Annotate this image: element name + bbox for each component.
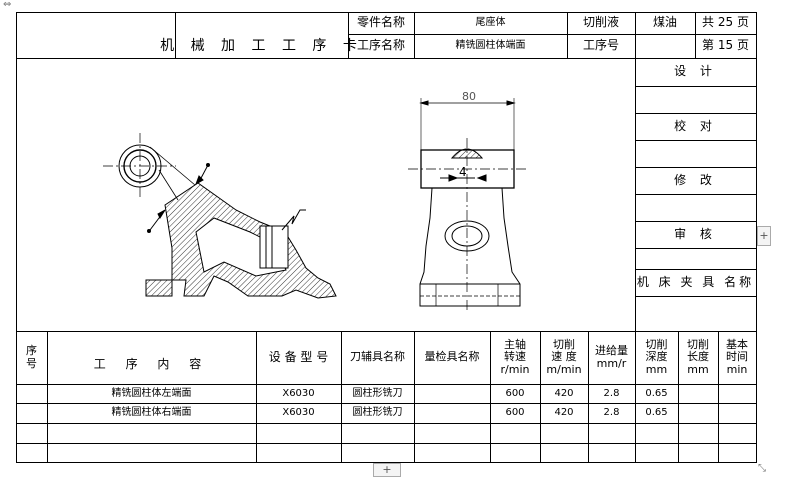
cell-time[interactable] (718, 443, 756, 462)
th-content: 工 序 内 容 (93, 356, 210, 371)
cell-gauge[interactable] (414, 443, 490, 462)
op-name-value[interactable]: 精铣圆柱体端面 (455, 40, 526, 52)
add-row-button[interactable]: + (373, 463, 401, 477)
cell-machine[interactable] (256, 443, 341, 462)
fixture-label: 机 床 夹 具 名称 (636, 274, 755, 289)
total-pages: 共 25 页 (702, 15, 749, 30)
th-tool: 刀辅具名称 (350, 350, 405, 364)
th-length: 切削 长度 mm (687, 337, 709, 376)
cell-gauge[interactable] (414, 384, 490, 403)
page-number: 第 15 页 (702, 38, 749, 53)
cell-feed[interactable] (588, 443, 635, 462)
move-handle-icon[interactable]: ⇔ (3, 0, 12, 10)
cell-depth[interactable] (635, 443, 678, 462)
th-feed: 进给量 mm/r (595, 343, 628, 370)
front-view (408, 98, 528, 310)
add-column-button[interactable]: + (757, 226, 771, 246)
cell-feed[interactable] (588, 423, 635, 443)
cell-feed[interactable]: 2.8 (603, 387, 620, 399)
cell-seq[interactable] (16, 403, 47, 423)
cell-content[interactable]: 精铣圆柱体右端面 (111, 407, 192, 419)
cell-feed[interactable]: 2.8 (603, 407, 620, 419)
cell-seq[interactable] (16, 384, 47, 403)
cell-length[interactable] (678, 384, 718, 403)
cell-content[interactable]: 精铣圆柱体左端面 (111, 387, 192, 399)
cell-length[interactable] (678, 403, 718, 423)
part-name-value[interactable]: 尾座体 (475, 17, 506, 29)
resize-handle-icon[interactable]: ⤡ (758, 463, 766, 474)
left-view (103, 133, 337, 299)
cell-content[interactable] (47, 443, 256, 462)
cell-tool[interactable] (341, 443, 414, 462)
cell-time[interactable] (718, 384, 756, 403)
cell-depth[interactable]: 0.65 (645, 387, 668, 399)
cell-gauge[interactable] (414, 403, 490, 423)
part-name-label: 零件名称 (356, 15, 405, 30)
cell-machine[interactable]: X6030 (282, 407, 315, 419)
th-depth: 切削 深度 mm (645, 337, 668, 376)
cell-spindle[interactable]: 600 (505, 407, 525, 419)
cell-time[interactable] (718, 403, 756, 423)
cell-length[interactable] (678, 443, 718, 462)
dim-80-label: 80 (462, 90, 476, 103)
cell-machine[interactable] (256, 423, 341, 443)
th-speed: 切削 速 度 m/min (546, 337, 582, 376)
dim-4-label: 4 (459, 165, 467, 179)
design-label: 设 计 (674, 64, 717, 79)
cell-speed[interactable]: 420 (554, 407, 574, 419)
cell-spindle[interactable] (490, 423, 540, 443)
th-spindle: 主轴 转速 r/min (500, 337, 530, 376)
th-time: 基本 时间 min (726, 337, 748, 376)
th-seq: 序 号 (26, 343, 37, 370)
cell-gauge[interactable] (414, 423, 490, 443)
cell-depth[interactable]: 0.65 (645, 407, 668, 419)
cell-speed[interactable] (540, 423, 588, 443)
cell-content[interactable] (47, 423, 256, 443)
cell-seq[interactable] (16, 443, 47, 462)
cell-machine[interactable]: X6030 (282, 387, 315, 399)
cell-depth[interactable] (635, 423, 678, 443)
cell-speed[interactable] (540, 443, 588, 462)
cell-time[interactable] (718, 423, 756, 443)
cell-spindle[interactable] (490, 443, 540, 462)
check-label: 校 对 (674, 118, 717, 133)
revise-label: 修 改 (674, 172, 717, 187)
card-title: 机 械 加 工 工 序 卡 (160, 37, 363, 54)
op-name-label: 工序名称 (356, 38, 405, 53)
cell-tool[interactable] (341, 423, 414, 443)
review-label: 审 核 (674, 226, 717, 241)
cell-seq[interactable] (16, 423, 47, 443)
coolant-label: 切削液 (582, 15, 619, 30)
cell-length[interactable] (678, 423, 718, 443)
cell-tool[interactable]: 圆柱形铣刀 (352, 407, 403, 419)
th-machine: 设 备 型 号 (268, 349, 329, 364)
cell-tool[interactable]: 圆柱形铣刀 (352, 387, 403, 399)
coolant-value[interactable]: 煤油 (652, 15, 677, 30)
th-gauge: 量检具名称 (424, 350, 480, 364)
op-no-label: 工序号 (582, 38, 619, 53)
cell-speed[interactable]: 420 (554, 387, 574, 399)
cell-spindle[interactable]: 600 (505, 387, 525, 399)
